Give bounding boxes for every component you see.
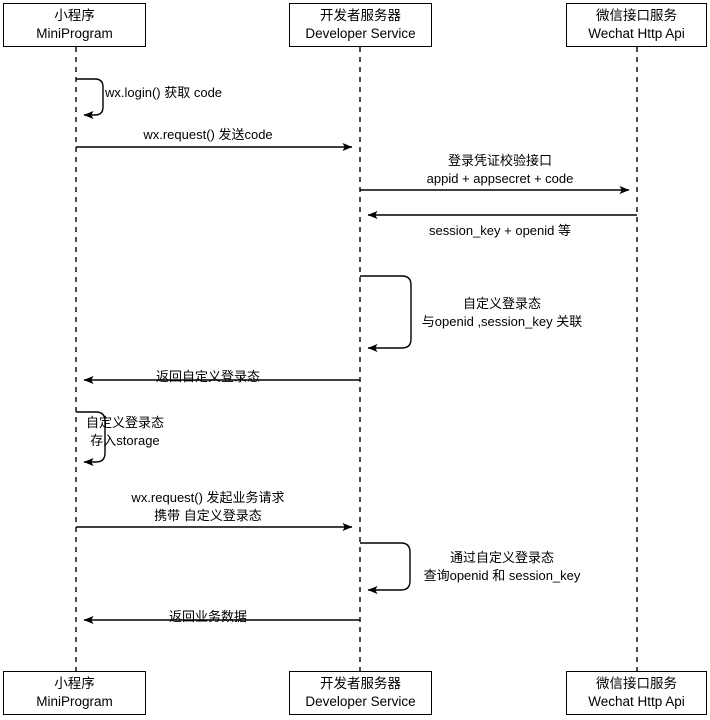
message-msg-custom-login-state-bind xyxy=(360,275,412,352)
actor-box-developer-service-bottom[interactable]: 开发者服务器 Developer Service xyxy=(289,671,432,715)
actor-label-cn: 微信接口服务 xyxy=(596,676,677,692)
message-label-msg-session-key-openid: session_key + openid 等 xyxy=(429,222,571,240)
actor-box-wechat-http-api-top[interactable]: 微信接口服务 Wechat Http Api xyxy=(566,3,707,47)
actor-label-cn: 微信接口服务 xyxy=(596,8,677,24)
actor-box-miniprogram-bottom[interactable]: 小程序 MiniProgram xyxy=(3,671,146,715)
message-label-msg-wx-login: wx.login() 获取 code xyxy=(105,84,222,102)
actor-label-cn: 小程序 xyxy=(54,8,95,24)
message-text-line: 通过自定义登录态 xyxy=(449,550,554,565)
actor-label-en: MiniProgram xyxy=(36,26,113,41)
actor-label-en: Wechat Http Api xyxy=(588,26,685,41)
message-label-msg-business-request: wx.request() 发起业务请求 携带 自定义登录态 xyxy=(131,489,284,526)
actor-label-cn: 开发者服务器 xyxy=(320,676,401,692)
message-label-msg-query-openid-session: 通过自定义登录态 查询openid 和 session_key xyxy=(424,549,581,586)
message-label-msg-return-custom-login-state: 返回自定义登录态 xyxy=(156,368,260,386)
message-label-msg-wx-request-code: wx.request() 发送code xyxy=(143,126,272,144)
message-msg-query-openid-session xyxy=(360,542,411,594)
message-msg-wx-login xyxy=(76,78,104,119)
actor-box-miniprogram-top[interactable]: 小程序 MiniProgram xyxy=(3,3,146,47)
actor-label-en: Developer Service xyxy=(305,694,416,709)
message-text-line: 查询openid 和 session_key xyxy=(423,568,581,584)
actor-label-en: MiniProgram xyxy=(36,694,113,709)
message-text-line: wx.login() 获取 code xyxy=(105,85,223,100)
message-text-line: 携带 自定义登录态 xyxy=(154,508,262,524)
message-text-line: 返回自定义登录态 xyxy=(155,369,261,384)
actor-box-developer-service-top[interactable]: 开发者服务器 Developer Service xyxy=(289,3,432,47)
message-text-line: appid + appsecret + code xyxy=(426,171,574,187)
actor-label-cn: 开发者服务器 xyxy=(320,8,401,24)
message-text-line: 存入storage xyxy=(90,433,160,449)
message-msg-store-login-state xyxy=(76,411,106,466)
actor-label-en: Developer Service xyxy=(305,26,416,41)
message-text-line: 与openid ,session_key 关联 xyxy=(421,314,583,330)
message-label-msg-custom-login-state-bind: 自定义登录态 与openid ,session_key 关联 xyxy=(422,295,582,332)
message-label-msg-login-credential-check: 登录凭证校验接口 appid + appsecret + code xyxy=(427,152,574,189)
actor-label-cn: 小程序 xyxy=(54,676,95,692)
message-text-line: 自定义登录态 xyxy=(85,415,165,430)
message-text-line: wx.request() 发送code xyxy=(143,127,273,142)
message-text-line: 自定义登录态 xyxy=(462,296,542,311)
message-label-msg-store-login-state: 自定义登录态 存入storage xyxy=(86,414,164,451)
message-text-line: session_key + openid 等 xyxy=(428,223,572,238)
message-text-line: 登录凭证校验接口 xyxy=(447,153,553,168)
message-text-line: 返回业务数据 xyxy=(168,609,248,624)
actor-label-en: Wechat Http Api xyxy=(588,694,685,709)
actor-box-wechat-http-api-bottom[interactable]: 微信接口服务 Wechat Http Api xyxy=(566,671,707,715)
message-label-msg-return-business-data: 返回业务数据 xyxy=(169,608,247,626)
message-text-line: wx.request() 发起业务请求 xyxy=(131,490,285,505)
lifelines xyxy=(75,47,638,671)
